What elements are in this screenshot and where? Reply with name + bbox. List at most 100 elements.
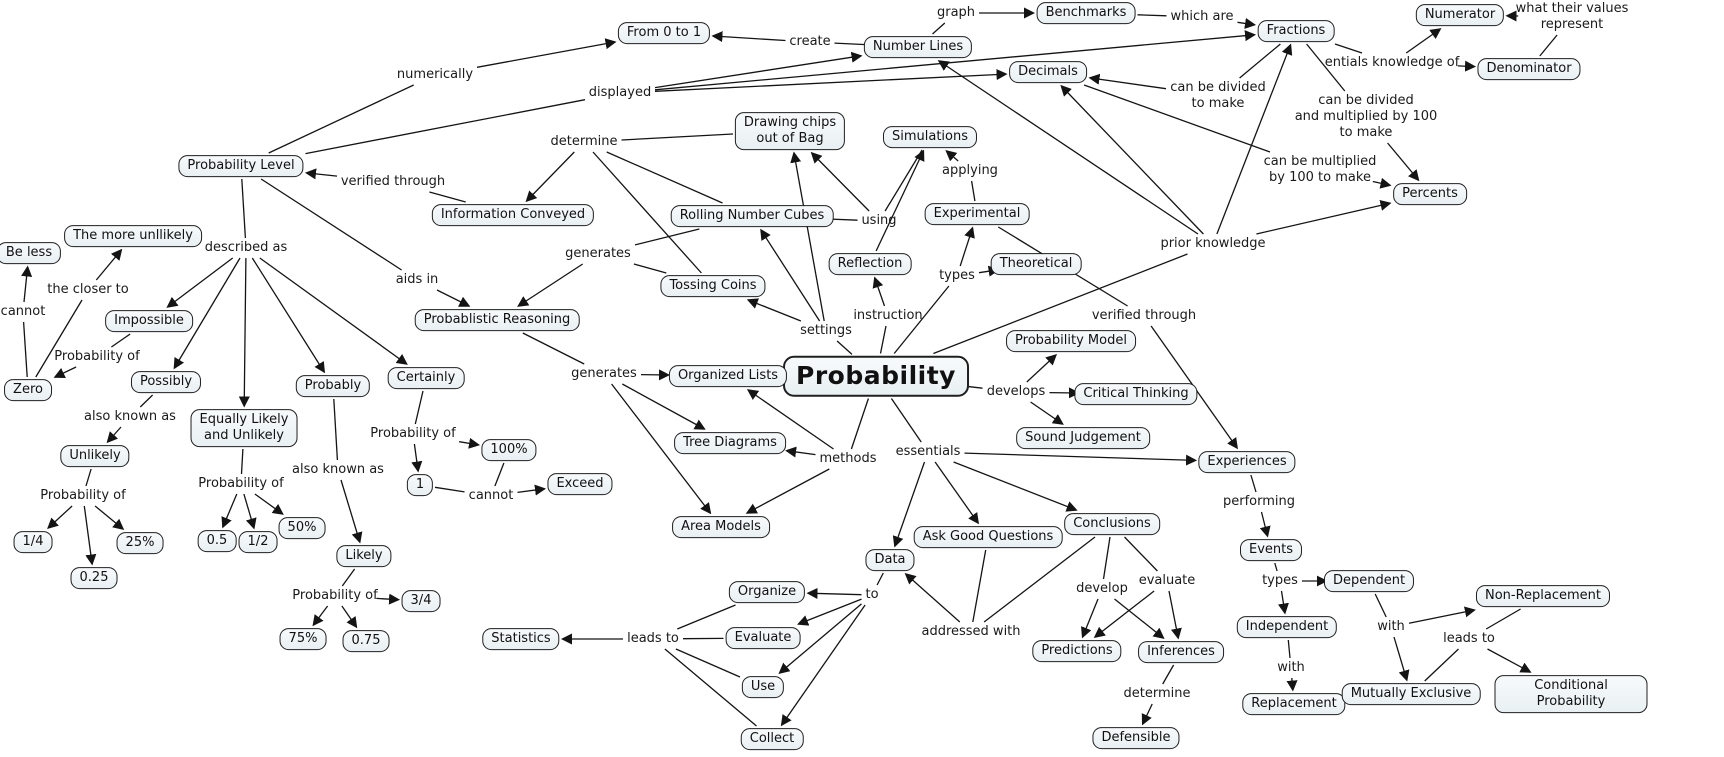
node-pt5[interactable]: 0.5 [197,530,237,552]
node-inferences[interactable]: Inferences [1138,641,1224,663]
edge-tossingcoins-l_determine1 [592,151,702,274]
node-quarter[interactable]: 1/4 [13,531,53,553]
node-moreunlikely[interactable]: The more unllikely [64,225,202,247]
node-reflection[interactable]: Reflection [828,253,912,275]
node-equally[interactable]: Equally Likely and Unlikely [190,409,298,447]
node-infoconveyed[interactable]: Information Conveyed [431,204,595,226]
node-pct75[interactable]: 75% [279,628,327,650]
edge-l_priorknowledge-fractions [1216,43,1293,235]
edge-l_displayed-fractions [654,30,1257,91]
node-pt25[interactable]: 0.25 [70,567,118,589]
edge-label-l_develops: develops [986,384,1046,400]
edge-tossingcoins-l_generates1 [633,263,667,274]
node-statistics[interactable]: Statistics [482,628,560,650]
node-percents[interactable]: Percents [1393,183,1467,205]
node-numerator[interactable]: Numerator [1415,4,1505,26]
node-drawingchips[interactable]: Drawing chips out of Bag [734,112,846,150]
node-possibly[interactable]: Possibly [130,371,202,393]
node-likely[interactable]: Likely [336,545,392,567]
edge-fractions-l_candivided [1239,43,1281,79]
edge-l_describedas-equally [238,257,250,408]
node-from0to1[interactable]: From 0 to 1 [617,22,711,44]
node-critthinking[interactable]: Critical Thinking [1074,383,1198,405]
node-treediagrams[interactable]: Tree Diagrams [674,432,786,454]
node-dependent[interactable]: Dependent [1323,570,1415,592]
node-problevel[interactable]: Probability Level [178,155,304,177]
edge-probability-l_priorknowledge [933,253,1188,355]
edge-l_probof_cert-one [411,443,423,473]
node-impossible[interactable]: Impossible [105,310,193,332]
node-tossingcoins[interactable]: Tossing Coins [660,275,766,297]
node-rollingcubes[interactable]: Rolling Number Cubes [670,205,834,227]
node-nonreplacement[interactable]: Non-Replacement [1475,585,1611,607]
node-askgood[interactable]: Ask Good Questions [913,526,1063,548]
edge-l_probof_lik-pct75 [312,605,329,627]
node-pct50[interactable]: 50% [278,517,326,539]
edge-denominator-l_whatvalues [1539,34,1558,57]
node-probability[interactable]: Probability [783,355,969,397]
edge-label-l_methods: methods [819,451,877,467]
edge-l_generates1-probreasoning [517,263,584,307]
node-use[interactable]: Use [741,676,785,698]
edge-benchmarks-l_whichare [1137,14,1167,17]
node-mutuallyexcl[interactable]: Mutually Exclusive [1341,683,1481,705]
node-certainly[interactable]: Certainly [387,367,465,389]
edge-l_methods-treediagrams [785,446,816,458]
edge-l_performing-events [1259,511,1271,538]
edge-l_cannot1-beless [21,265,33,303]
edge-label-l_probof_cert: Probability of [370,426,456,442]
node-zero[interactable]: Zero [4,379,52,401]
node-evaluate_box[interactable]: Evaluate [725,627,801,649]
edge-probability-l_essentials [890,398,922,443]
node-benchmarks[interactable]: Benchmarks [1036,2,1136,24]
node-experiences[interactable]: Experiences [1198,451,1296,473]
edge-l_essentials-askgood [934,461,979,525]
edge-label-l_numerically: numerically [396,67,474,83]
node-pct25[interactable]: 25% [116,532,164,554]
node-condprob[interactable]: Conditional Probability [1494,675,1648,713]
node-conclusions[interactable]: Conclusions [1064,513,1160,535]
node-pct100[interactable]: 100% [481,439,537,461]
node-fractions[interactable]: Fractions [1257,20,1335,42]
node-areamodels[interactable]: Area Models [672,516,770,538]
node-probmodel[interactable]: Probability Model [1006,330,1136,352]
edge-l_probof_eq-pt5 [221,493,238,529]
node-theoretical[interactable]: Theoretical [990,253,1082,275]
edge-label-l_candivided: can be divided to make [1170,80,1266,111]
edge-unlikely-l_probof_unl [85,468,92,487]
node-organizedlists[interactable]: Organized Lists [668,365,788,387]
node-events[interactable]: Events [1239,539,1303,561]
edge-problevel-l_aidsin [260,178,402,271]
node-replacement[interactable]: Replacement [1242,693,1346,715]
node-one[interactable]: 1 [406,474,434,496]
edge-l_aidsin-probreasoning [436,289,471,307]
node-exceed[interactable]: Exceed [547,473,613,495]
node-soundjudge[interactable]: Sound Judgement [1016,427,1150,449]
edge-probably-l_alsoknown2 [333,398,339,461]
node-decimals[interactable]: Decimals [1009,61,1087,83]
node-probably[interactable]: Probably [295,375,371,397]
node-organize[interactable]: Organize [728,581,806,603]
node-half[interactable]: 1/2 [238,531,278,553]
edge-l_addressed-data [904,572,961,623]
edge-l_settings-tossingcoins [746,298,802,322]
edge-label-l_with2: with [1377,619,1405,635]
node-unlikely[interactable]: Unlikely [60,445,130,467]
edge-problevel-l_displayed [305,99,586,155]
edge-problevel-l_describedas [241,178,247,239]
node-experimental[interactable]: Experimental [924,203,1030,225]
node-defensible[interactable]: Defensible [1092,727,1180,749]
node-collect[interactable]: Collect [740,728,804,750]
node-probreasoning[interactable]: Probablistic Reasoning [414,309,580,331]
node-simulations[interactable]: Simulations [882,126,978,148]
node-denominator[interactable]: Denominator [1477,58,1581,80]
node-numberlines[interactable]: Number Lines [863,36,973,58]
edge-label-l_cannot2: cannot [468,488,514,504]
node-threequarter[interactable]: 3/4 [401,590,441,612]
edge-l_settings-rollingcubes [760,228,821,322]
node-predictions[interactable]: Predictions [1032,640,1122,662]
node-beless[interactable]: Be less [0,242,62,264]
node-pt75[interactable]: 0.75 [342,630,390,652]
node-independent[interactable]: Independent [1236,616,1338,638]
node-data[interactable]: Data [865,549,915,571]
